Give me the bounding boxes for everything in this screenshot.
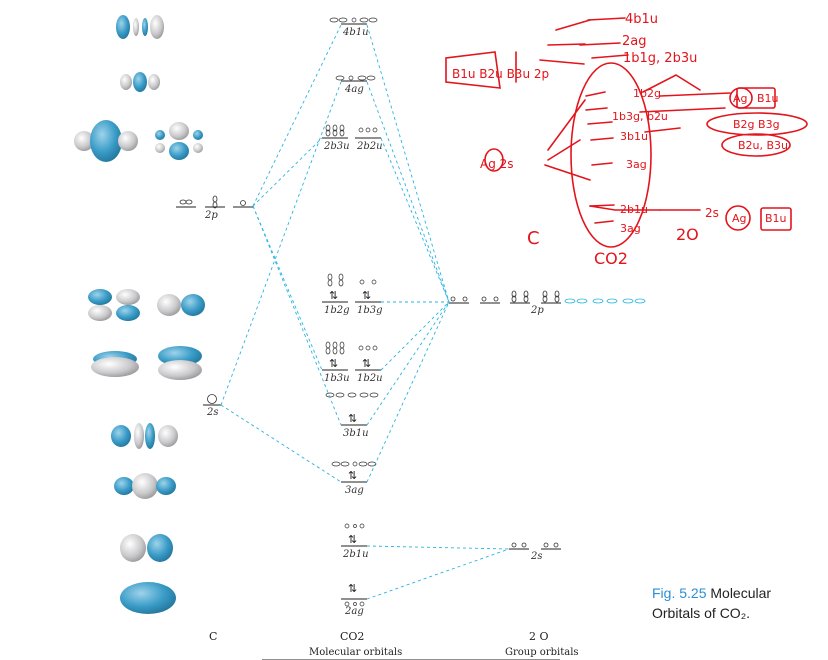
svg-text:⇅: ⇅: [329, 357, 338, 370]
svg-text:⇅: ⇅: [348, 412, 357, 425]
mo-label-1b2u: 1b2u: [357, 373, 383, 384]
handwritten-text: 4b1u 2ag 1b1g, 2b3u B1u B2u B3u 2p Ag 2s…: [452, 12, 788, 268]
mo-label-1b2g: 1b2g: [324, 305, 350, 316]
co2-mo-lobes: [325, 17, 379, 607]
svg-text:2ag: 2ag: [622, 34, 647, 49]
svg-text:3ag: 3ag: [620, 222, 641, 235]
svg-text:⇅: ⇅: [362, 357, 371, 370]
orbital-picture-1b3u: [91, 351, 139, 377]
mo-label-2b2u: 2b2u: [357, 141, 383, 152]
carbon-2s-label: 2s: [207, 407, 219, 418]
figure-caption: Fig. 5.25 Molecular Orbitals of CO₂.: [652, 583, 822, 623]
svg-text:3b1u: 3b1u: [620, 130, 648, 143]
svg-text:B1u B2u B3u 2p: B1u B2u B3u 2p: [452, 67, 549, 81]
co2-mo-levels: [322, 23, 381, 600]
oxygen-2s-label: 2s: [531, 551, 543, 562]
orbital-picture-2b1u: [120, 534, 173, 562]
molecular-orbitals-label: Molecular orbitals: [309, 647, 403, 658]
mo-label-2ag: 2ag: [345, 606, 364, 617]
mo-label-3b1u: 3b1u: [343, 428, 369, 439]
svg-text:B1u: B1u: [757, 92, 779, 105]
svg-text:B2u, B3u: B2u, B3u: [738, 139, 788, 152]
oxygen-2p-label: 2p: [531, 305, 544, 316]
mo-label-1b3u: 1b3u: [324, 373, 350, 384]
svg-text:⇅: ⇅: [348, 533, 357, 546]
svg-text:⇅: ⇅: [362, 289, 371, 302]
orbital-picture-2b2u: [155, 122, 203, 160]
svg-text:Ag: Ag: [732, 212, 747, 225]
svg-text:2s: 2s: [705, 206, 719, 220]
svg-text:Ag 2s: Ag 2s: [480, 157, 514, 171]
co2-column-label: CO2: [340, 630, 365, 643]
carbon-2p-lobes: [179, 195, 246, 209]
mo-label-2b3u: 2b3u: [324, 141, 350, 152]
orbital-picture-1b2u: [158, 346, 202, 380]
correlation-lines: [220, 24, 510, 600]
figure-number: Fig. 5.25: [652, 585, 707, 601]
svg-text:⇅: ⇅: [329, 289, 338, 302]
svg-text:2O: 2O: [676, 225, 699, 244]
svg-text:Ag: Ag: [733, 92, 748, 105]
electron-pair-arrows: ⇅ ⇅ ⇅ ⇅ ⇅ ⇅ ⇅ ⇅: [329, 289, 371, 595]
svg-text:⇅: ⇅: [348, 582, 357, 595]
orbital-picture-2b3u: [74, 120, 138, 162]
svg-text:2b1u: 2b1u: [620, 203, 648, 216]
svg-text:4b1u: 4b1u: [625, 12, 658, 27]
carbon-2p-label: 2p: [205, 210, 218, 221]
orbital-picture-4b1u: [116, 15, 164, 39]
orbital-picture-2ag: [120, 582, 176, 614]
mo-label-2b1u: 2b1u: [343, 549, 369, 560]
svg-text:1b3g, b2u: 1b3g, b2u: [612, 110, 668, 123]
svg-text:⇅: ⇅: [348, 469, 357, 482]
orbital-picture-3b1u: [111, 423, 178, 449]
mo-label-4b1u: 4b1u: [343, 27, 369, 38]
svg-text:B1u: B1u: [765, 212, 787, 225]
carbon-2s-level: [203, 394, 221, 406]
orbital-picture-1b2g: [88, 289, 140, 321]
svg-text:CO2: CO2: [594, 249, 628, 268]
svg-text:1b2g: 1b2g: [633, 87, 661, 100]
group-orbitals-label: Group orbitals: [505, 647, 579, 658]
svg-text:1b1g, 2b3u: 1b1g, 2b3u: [623, 51, 697, 66]
svg-text:C: C: [527, 228, 540, 249]
mo-label-3ag: 3ag: [345, 485, 364, 496]
orbital-picture-1b3g: [157, 294, 205, 316]
orbital-picture-4ag: [120, 72, 160, 92]
oxygen-2s-levels: [509, 542, 561, 550]
carbon-column-label: C: [209, 630, 218, 643]
mo-label-4ag: 4ag: [345, 84, 364, 95]
oxygen-2p-lobes: [450, 290, 560, 303]
oxygen-column-label: 2 O: [529, 630, 549, 643]
figure-caption-text: Molecular Orbitals of CO₂.: [652, 585, 772, 621]
handwritten-annotations: [445, 17, 808, 248]
oxygen-trailing-orbitals: [564, 298, 646, 304]
mo-label-1b3g: 1b3g: [357, 305, 383, 316]
orbital-picture-3ag: [114, 473, 176, 499]
svg-text:B2g B3g: B2g B3g: [733, 118, 780, 131]
svg-text:3ag: 3ag: [626, 158, 647, 171]
